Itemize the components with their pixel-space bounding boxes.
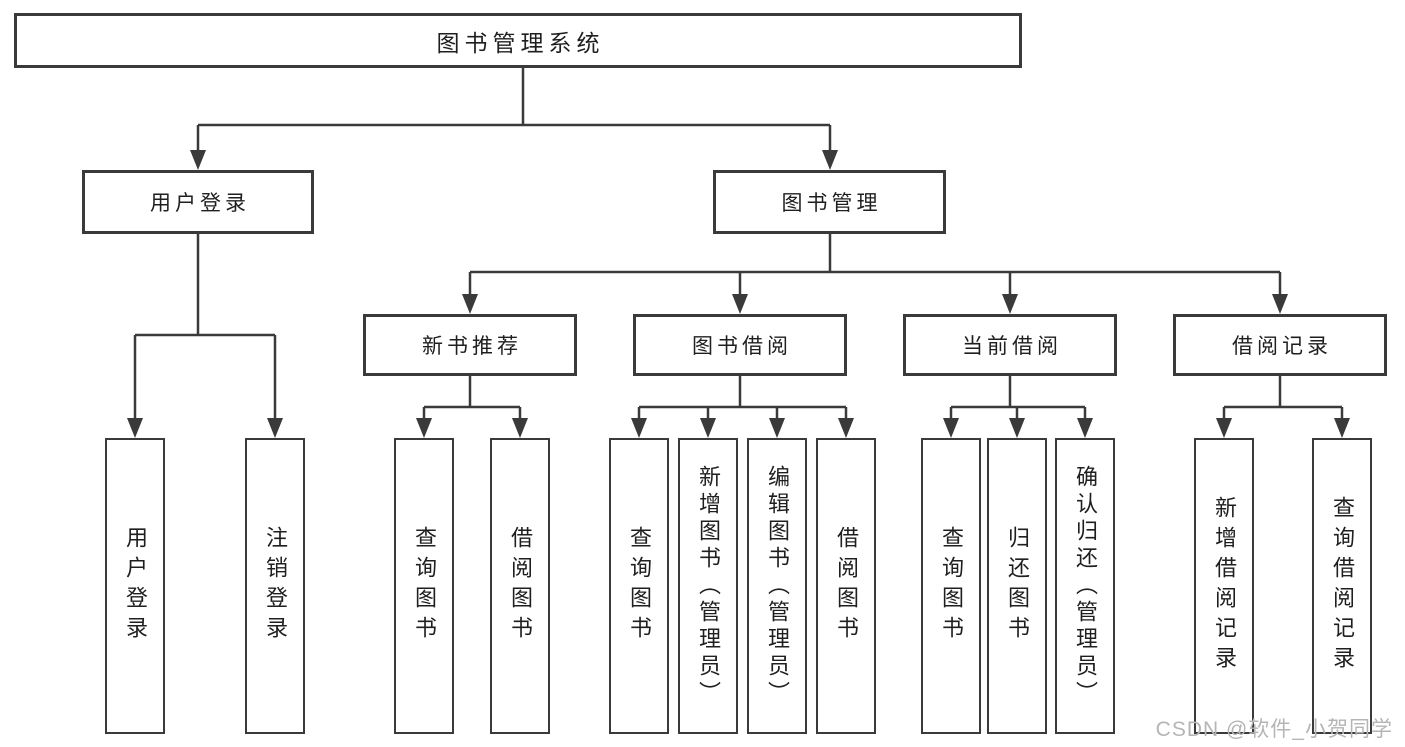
arrowhead-icon xyxy=(462,294,478,314)
node-br-add-record-label: 新增借阅记录 xyxy=(1212,496,1237,676)
arrowhead-icon xyxy=(1334,418,1350,438)
node-bb-edit-books-admin: 编辑图书（管理员） xyxy=(747,438,807,734)
node-bb-add-books-admin-label: 新增图书（管理员） xyxy=(696,464,721,708)
node-cb-return-books-label: 归还图书 xyxy=(1005,526,1030,646)
node-current-borrowing-label: 当前借阅 xyxy=(962,335,1062,358)
watermark: CSDN @软件_小贺同学 xyxy=(1155,718,1393,741)
node-book-management: 图书管理 xyxy=(713,170,946,234)
node-bb-add-books-admin: 新增图书（管理员） xyxy=(678,438,738,734)
node-cb-query-books: 查询图书 xyxy=(921,438,981,734)
node-bb-query-books-label: 查询图书 xyxy=(627,526,652,646)
connector-path xyxy=(133,68,1344,420)
node-bb-borrow-books: 借阅图书 xyxy=(816,438,876,734)
arrowhead-icon xyxy=(190,150,206,170)
arrowhead-icon xyxy=(769,418,785,438)
arrowhead-icon xyxy=(416,418,432,438)
node-br-query-record: 查询借阅记录 xyxy=(1312,438,1372,734)
arrowhead-icon xyxy=(127,418,143,438)
node-logout-label: 注销登录 xyxy=(263,526,288,646)
arrowhead-icon xyxy=(631,418,647,438)
arrowhead-icon xyxy=(732,294,748,314)
arrowhead-icon xyxy=(1002,294,1018,314)
arrowhead-icon xyxy=(700,418,716,438)
arrowhead-icon xyxy=(267,418,283,438)
node-root: 图书管理系统 xyxy=(14,13,1022,68)
node-root-label: 图书管理系统 xyxy=(436,29,605,56)
node-bb-edit-books-admin-label: 编辑图书（管理员） xyxy=(765,464,790,708)
arrowhead-icon xyxy=(1216,418,1232,438)
node-user-login-label: 用户登录 xyxy=(150,192,250,215)
node-user-login-action-label: 用户登录 xyxy=(123,526,148,646)
node-cb-confirm-return-admin: 确认归还（管理员） xyxy=(1055,438,1115,734)
node-logout: 注销登录 xyxy=(245,438,305,734)
node-user-login: 用户登录 xyxy=(82,170,314,234)
node-br-add-record: 新增借阅记录 xyxy=(1194,438,1254,734)
node-bb-borrow-books-label: 借阅图书 xyxy=(834,526,859,646)
arrowhead-icon xyxy=(822,150,838,170)
node-nb-query-books-label: 查询图书 xyxy=(412,526,437,646)
node-current-borrowing: 当前借阅 xyxy=(903,314,1117,376)
node-nb-query-books: 查询图书 xyxy=(394,438,454,734)
node-nb-borrow-books-label: 借阅图书 xyxy=(508,526,533,646)
node-user-login-action: 用户登录 xyxy=(105,438,165,734)
node-cb-confirm-return-admin-label: 确认归还（管理员） xyxy=(1073,464,1098,708)
arrowhead-icon xyxy=(838,418,854,438)
node-book-borrowing-label: 图书借阅 xyxy=(692,335,792,358)
arrowhead-icon xyxy=(1077,418,1093,438)
arrowhead-icon xyxy=(1272,294,1288,314)
node-cb-query-books-label: 查询图书 xyxy=(939,526,964,646)
node-nb-borrow-books: 借阅图书 xyxy=(490,438,550,734)
node-book-management-label: 图书管理 xyxy=(781,192,882,215)
arrowhead-icon xyxy=(943,418,959,438)
node-bb-query-books: 查询图书 xyxy=(609,438,669,734)
arrowhead-icon xyxy=(1009,418,1025,438)
arrowhead-icon xyxy=(512,418,528,438)
node-new-book-recommendation: 新书推荐 xyxy=(363,314,577,376)
node-borrowing-records: 借阅记录 xyxy=(1173,314,1387,376)
node-cb-return-books: 归还图书 xyxy=(987,438,1047,734)
node-new-book-recommendation-label: 新书推荐 xyxy=(422,335,522,358)
node-br-query-record-label: 查询借阅记录 xyxy=(1330,496,1355,676)
node-borrowing-records-label: 借阅记录 xyxy=(1232,335,1332,358)
node-book-borrowing: 图书借阅 xyxy=(633,314,847,376)
